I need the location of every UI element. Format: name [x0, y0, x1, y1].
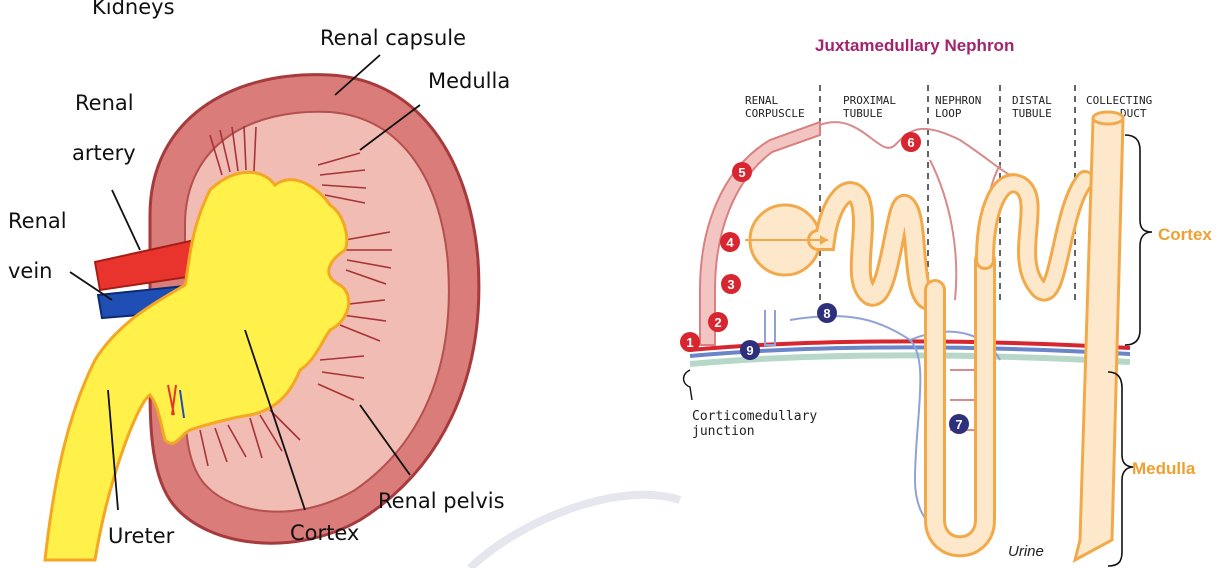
sec-distal-2: TUBULE: [1012, 107, 1052, 120]
step-badge-8-label: 8: [823, 306, 830, 321]
sec-loop-2: LOOP: [935, 107, 962, 120]
label-renal-vein-2: vein: [8, 259, 53, 283]
step-badge-9-label: 9: [746, 343, 753, 358]
junction-label-1: Corticomedullary: [692, 409, 817, 424]
label-renal-vein-1: Renal: [8, 209, 67, 233]
label-renal-artery-2: artery: [72, 141, 136, 165]
step-badge-1-label: 1: [686, 335, 693, 350]
collecting-duct-top: [1093, 112, 1123, 124]
zone-cortex: Cortex: [1158, 225, 1212, 244]
kidney-diagram: Kidneys Renal capsule Medulla Renal arte…: [8, 0, 510, 560]
step-badge-7-label: 7: [955, 417, 962, 432]
nephron-diagram: Juxtamedullary Nephron RENAL CORPUSCLE P…: [680, 36, 1212, 566]
sec-collecting-1: COLLECTING: [1086, 94, 1152, 107]
junction-pointer: [684, 370, 692, 400]
sec-renal-2: CORPUSCLE: [745, 107, 805, 120]
kidneys-title-partial: Kidneys: [92, 0, 175, 19]
nephron-loop-lumen: [935, 260, 985, 546]
label-ureter: Ureter: [108, 524, 175, 548]
step-badge-4-label: 4: [726, 235, 734, 250]
step-badge-2-label: 2: [714, 315, 721, 330]
label-cortex: Cortex: [290, 521, 359, 545]
junction-label-2: junction: [692, 424, 755, 439]
label-medulla: Medulla: [428, 69, 510, 93]
cortex-brace: [1125, 135, 1152, 345]
zone-medulla: Medulla: [1132, 459, 1196, 478]
label-renal-artery-1: Renal: [75, 91, 134, 115]
urine-label: Urine: [1008, 543, 1044, 560]
nephron-title: Juxtamedullary Nephron: [815, 36, 1014, 55]
sec-proximal-2: TUBULE: [843, 107, 883, 120]
label-renal-pelvis: Renal pelvis: [378, 489, 505, 513]
step-badge-6-label: 6: [907, 135, 914, 150]
sec-distal-1: DISTAL: [1012, 94, 1052, 107]
label-renal-capsule: Renal capsule: [320, 26, 466, 50]
step-badge-5-label: 5: [738, 165, 745, 180]
sec-proximal-1: PROXIMAL: [843, 94, 896, 107]
sec-loop-1: NEPHRON: [935, 94, 981, 107]
step-badge-3-label: 3: [727, 277, 734, 292]
sec-renal-1: RENAL: [745, 94, 778, 107]
